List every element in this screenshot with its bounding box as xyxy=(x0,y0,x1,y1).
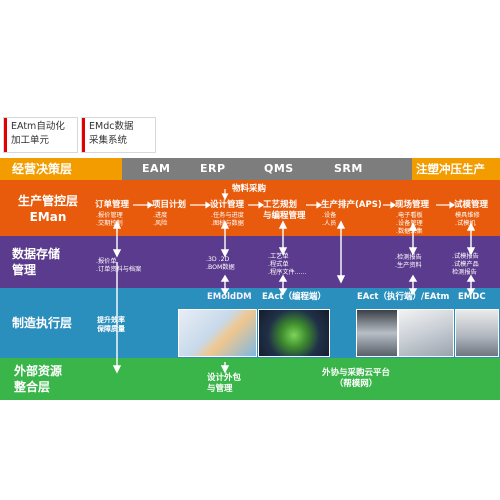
storage-layer-label: 数据存储 管理 xyxy=(12,247,61,277)
storage-design-data: .3D .2D .BOM数据 xyxy=(206,256,235,271)
external-layer-band: 外部资源 整合层 设计外包 与管理 外协与采购云平台 （帮模网） xyxy=(0,358,500,400)
eact-programming-screenshot xyxy=(258,309,330,357)
decision-right-box xyxy=(412,158,500,180)
decision-layer-band: 经营决策层 EAM ERP QMS SRM 注塑冲压生产 xyxy=(0,158,500,180)
step-project-subs: .进度 .风险 xyxy=(153,212,168,227)
execution-layer-band: 制造执行层 提升效率 保障质量 EMoldDM EAct（编程端） EAct（执… xyxy=(0,288,500,358)
step-aps-subs: .设备 .人员 xyxy=(322,212,337,227)
decision-right-label: 注塑冲压生产 xyxy=(416,162,485,176)
execution-note: 提升效率 保障质量 xyxy=(97,316,125,333)
system-eam: EAM xyxy=(142,162,171,175)
module-eact-programming: EAct（编程端） xyxy=(262,292,326,302)
production-layer-label: 生产管控层 EMan xyxy=(18,194,79,224)
external-cloud-platform: 外协与采购云平台 （帮模网） xyxy=(322,368,391,389)
system-srm: SRM xyxy=(334,162,363,175)
step-site-subs: .电子看板 .设备管理 .数据采集 xyxy=(396,212,423,235)
production-flow-arrows xyxy=(133,189,456,209)
storage-inspection-docs: .检测报告 .生产资料 xyxy=(395,254,422,269)
step-mold-trial: 试模管理 xyxy=(454,200,489,210)
legend-eatm-marker xyxy=(4,118,7,152)
module-eact-execution: EAct（执行端）/EAtm xyxy=(357,292,450,302)
step-order-subs: .报价管理 .交期控制 xyxy=(96,212,123,227)
machine-photo xyxy=(356,309,398,357)
storage-process-docs: .工艺单 .程式单 .程序文件...... xyxy=(268,253,307,276)
step-process-planning: 工艺规划 与编程管理 xyxy=(263,200,306,221)
legend-emdc-marker xyxy=(82,118,85,152)
step-design-management: 设计管理 xyxy=(210,200,245,210)
storage-order-docs: .报价单 .订单资料与档案 xyxy=(96,258,142,273)
module-emdc: EMDC xyxy=(458,292,486,302)
external-layer-label: 外部资源 整合层 xyxy=(14,364,63,394)
step-order-management: 订单管理 xyxy=(95,200,130,210)
step-project-plan: 项目计划 xyxy=(152,200,187,210)
cell-photo xyxy=(398,309,454,357)
production-layer-band: 生产管控层 EMan 物料采购 订单管理 .报价管理 .交期控制 项目计划 .进… xyxy=(0,180,500,236)
material-purchase-label: 物料采购 xyxy=(232,184,267,194)
decision-layer-label: 经营决策层 xyxy=(12,162,73,176)
system-qms: QMS xyxy=(264,162,294,175)
module-emolddm: EMoldDM xyxy=(207,292,252,302)
emolddm-screenshot xyxy=(178,309,257,357)
storage-layer-band: 数据存储 管理 .报价单 .订单资料与档案 .3D .2D .BOM数据 .工艺… xyxy=(0,236,500,288)
storage-trial-docs: .试模报告 .试模产品 检测报告 xyxy=(452,253,479,276)
step-design-subs: .任务与进度 .图档与数据 xyxy=(211,212,244,227)
execution-layer-label: 制造执行层 xyxy=(12,316,73,330)
step-aps: 生产排产(APS) xyxy=(321,200,382,210)
emdc-screenshot xyxy=(455,309,499,357)
legend-emdc: EMdc数据 采集系统 xyxy=(81,117,156,153)
legend-eatm-text: EAtm自动化 加工单元 xyxy=(11,121,65,146)
external-design-outsourcing: 设计外包 与管理 xyxy=(207,373,242,394)
decision-layer-label-box xyxy=(0,158,122,180)
legend-eatm: EAtm自动化 加工单元 xyxy=(3,117,78,153)
legend-emdc-text: EMdc数据 采集系统 xyxy=(89,121,134,146)
step-site-management: 现场管理 xyxy=(395,200,430,210)
system-erp: ERP xyxy=(200,162,226,175)
step-mold-trial-subs: 模具维修 .试模机 xyxy=(455,212,480,227)
